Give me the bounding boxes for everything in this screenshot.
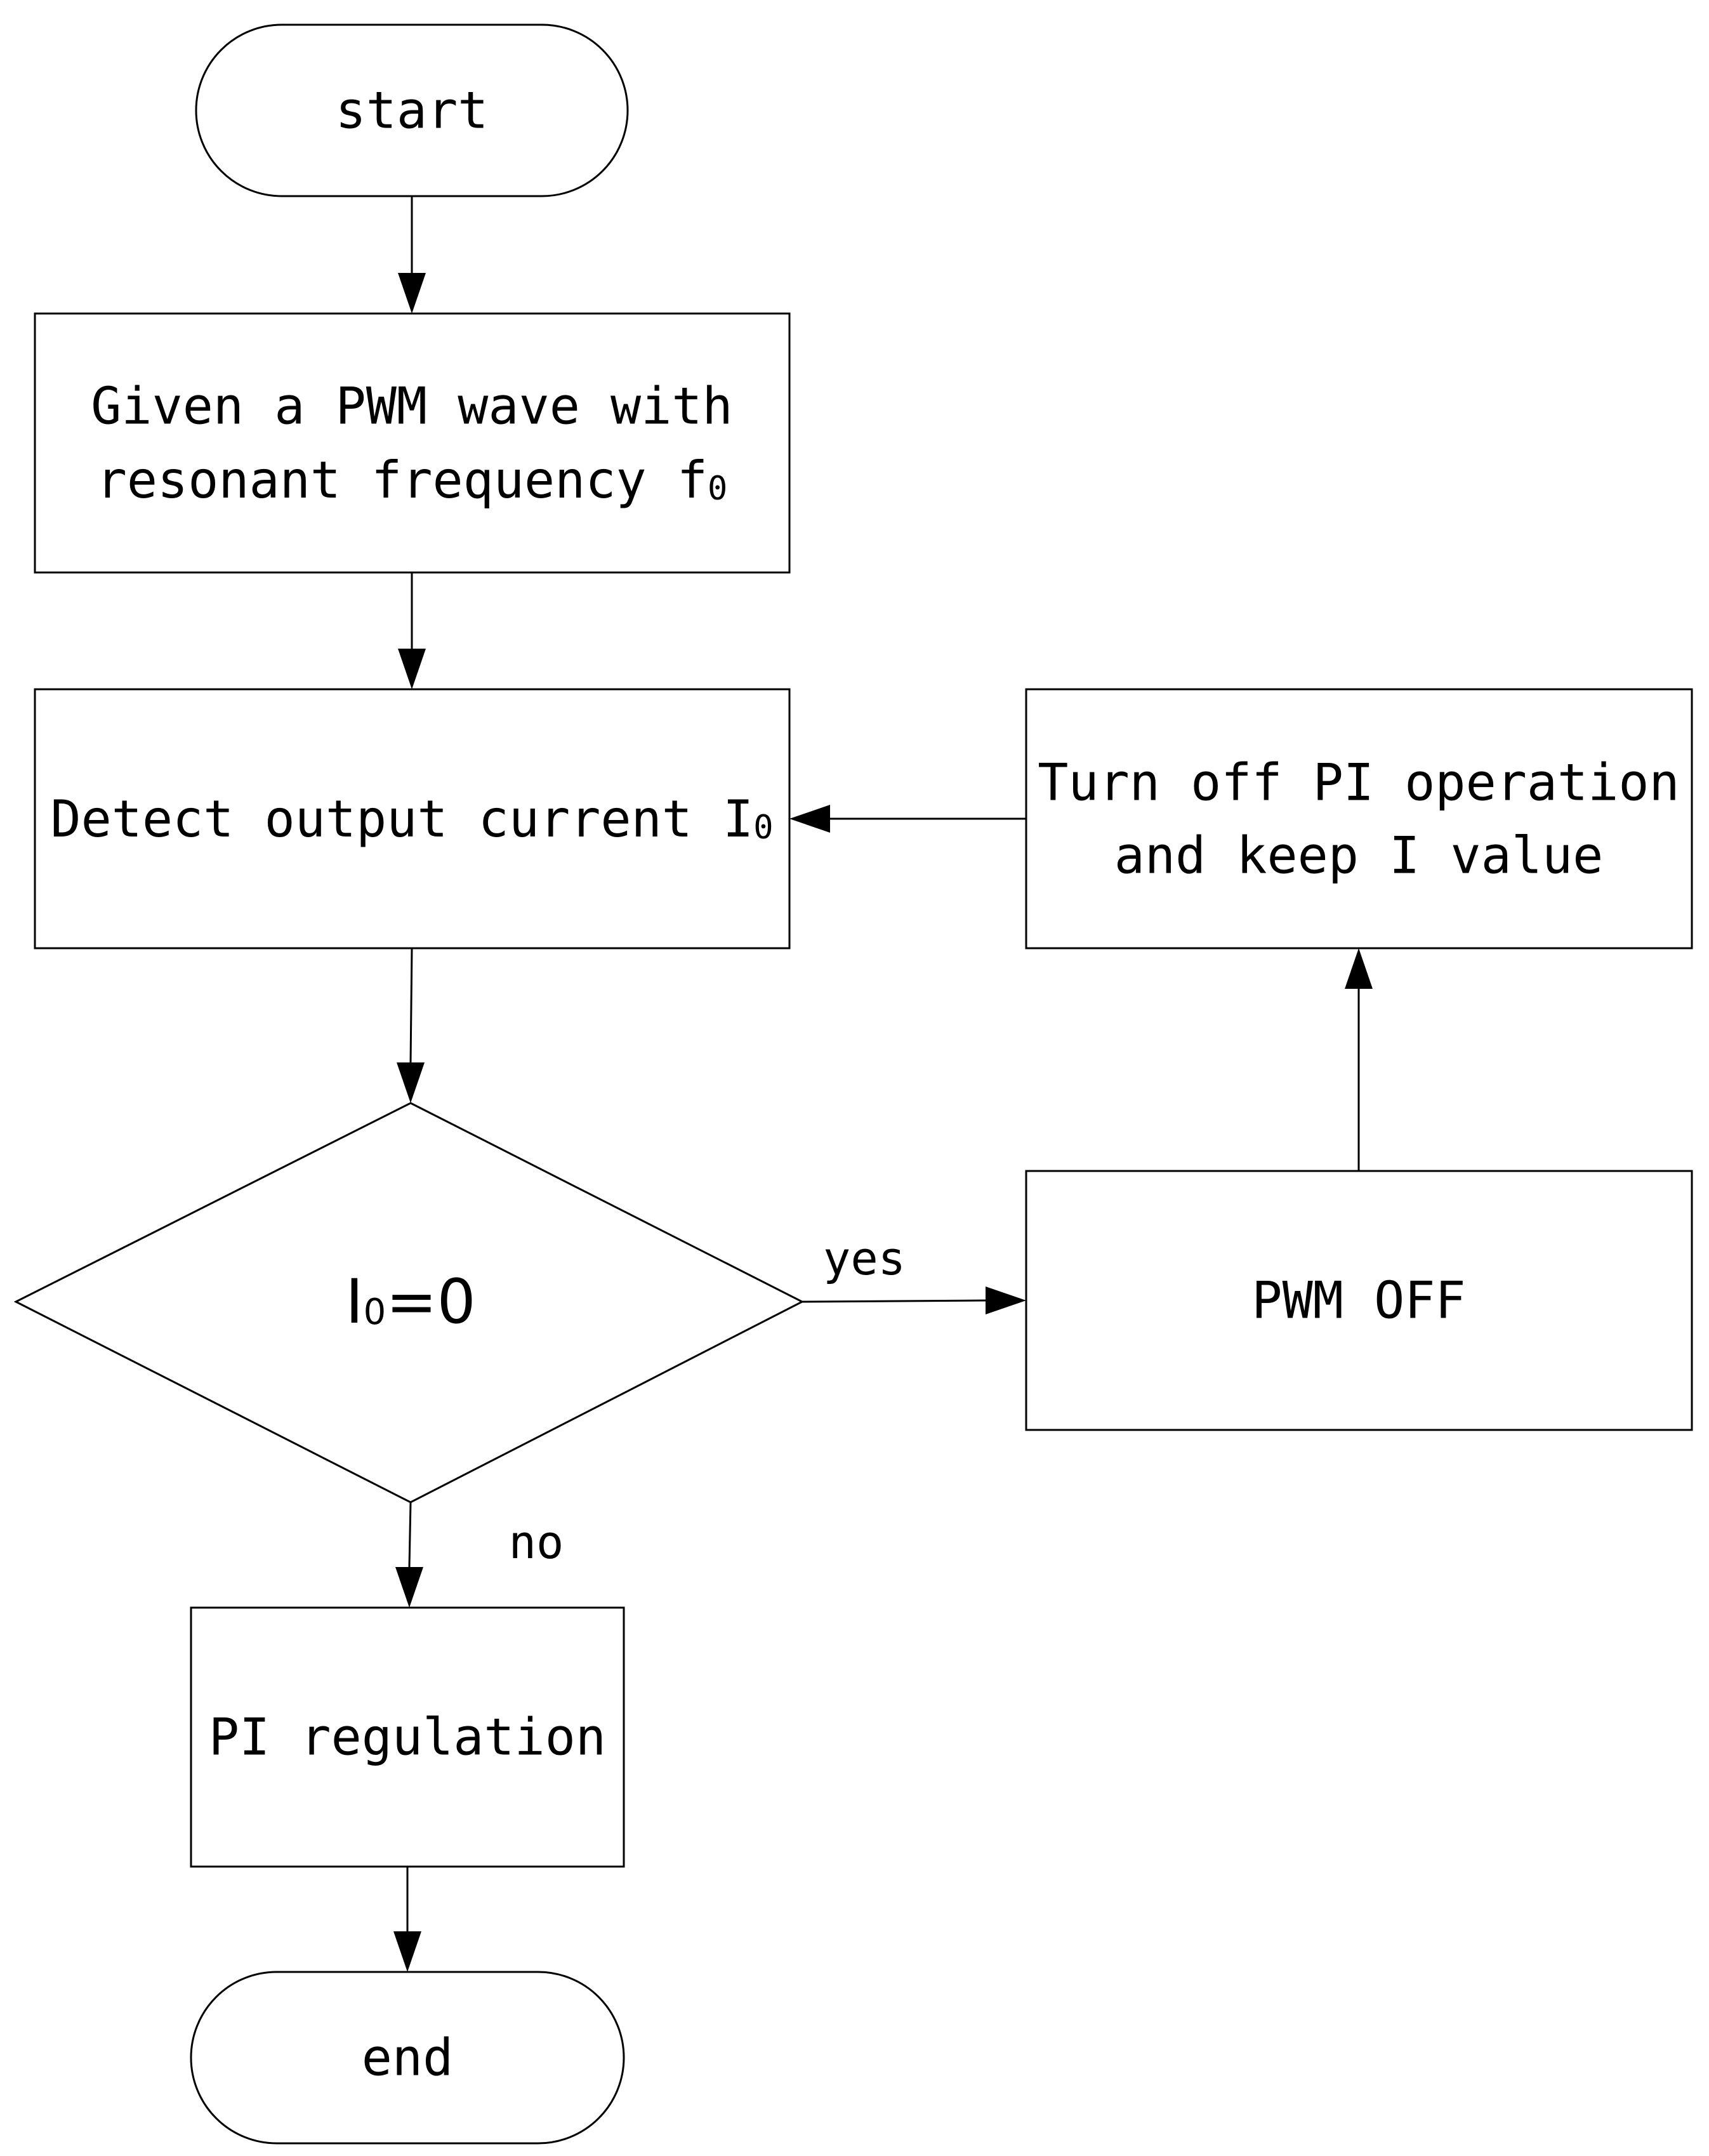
arrow-no-to-pi-regulation: no xyxy=(395,1502,564,1608)
arrow-turn-off-pi-to-detect xyxy=(789,805,1026,833)
arrow-start-to-given xyxy=(398,196,426,314)
given-pwm-line2: resonant frequency f0 xyxy=(96,451,728,510)
end-label: end xyxy=(362,2028,454,2087)
arrow-pwm-off-to-turn-off-pi xyxy=(1345,948,1373,1171)
given-pwm-subscript: 0 xyxy=(708,470,727,508)
detect-current-subscript: 0 xyxy=(753,809,773,847)
arrow-detect-to-decision xyxy=(397,948,425,1103)
yes-label: yes xyxy=(823,1232,906,1285)
turn-off-pi-node: Turn off PI operation and keep I value xyxy=(1025,688,1693,949)
pi-regulation-node: PI regulation xyxy=(190,1606,625,1868)
decision-label-i: I xyxy=(345,1266,363,1337)
arrow-given-to-detect xyxy=(398,572,426,689)
end-node: end xyxy=(190,1971,625,2145)
decision-subscript: 0 xyxy=(364,1292,386,1333)
no-label: no xyxy=(509,1516,564,1569)
turn-off-pi-line1: Turn off PI operation xyxy=(1038,753,1679,812)
decision-text: I0=0 xyxy=(345,1266,475,1337)
given-pwm-line1: Given a PWM wave with xyxy=(91,377,732,436)
arrow-pi-regulation-to-end xyxy=(393,1867,421,1972)
given-pwm-node: Given a PWM wave with resonant frequency… xyxy=(34,312,791,574)
detect-current-label: Detect output current I xyxy=(50,790,753,849)
detect-current-node: Detect output current I0 xyxy=(34,688,791,949)
pwm-off-node: PWM OFF xyxy=(1025,1170,1693,1431)
arrow-yes-to-pwm-off: yes xyxy=(802,1232,1026,1314)
detect-current-text: Detect output current I0 xyxy=(50,790,773,849)
start-node: start xyxy=(195,23,629,197)
given-pwm-line2-text: resonant frequency f xyxy=(96,451,708,510)
turn-off-pi-line2: and keep I value xyxy=(1114,826,1604,885)
start-label: start xyxy=(336,81,489,140)
decision-node: I0=0 xyxy=(13,1102,805,1504)
pwm-off-label: PWM OFF xyxy=(1251,1271,1465,1330)
decision-label-eq: =0 xyxy=(386,1266,476,1337)
pi-regulation-label: PI regulation xyxy=(209,1708,606,1767)
